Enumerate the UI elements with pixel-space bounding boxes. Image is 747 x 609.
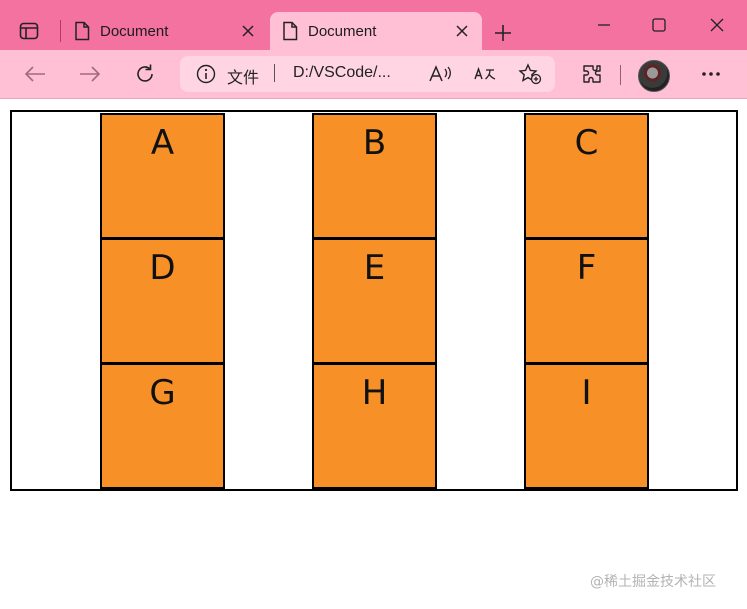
tab-strip: Document Document <box>0 0 747 50</box>
back-icon[interactable] <box>20 59 50 89</box>
grid-cell-a: A <box>100 113 225 239</box>
address-url[interactable]: D:/VSCode/... <box>293 64 391 81</box>
grid-cell-e: E <box>312 238 437 364</box>
tab-title: Document <box>308 22 377 40</box>
minimize-icon[interactable] <box>587 10 621 40</box>
grid-container: A B C D E F G H I <box>10 110 738 491</box>
info-icon[interactable] <box>196 64 216 89</box>
address-bar[interactable]: 文件 D:/VSCode/... <box>180 56 555 92</box>
address-divider <box>274 63 276 83</box>
more-icon[interactable] <box>696 59 726 89</box>
window-close-icon[interactable] <box>700 10 734 40</box>
maximize-icon[interactable] <box>642 10 676 40</box>
watermark: @稀土掘金技术社区 <box>590 574 716 590</box>
toolbar-separator <box>620 65 621 85</box>
page-icon <box>282 21 298 41</box>
grid-cell-f: F <box>524 238 649 364</box>
grid-cell-d: D <box>100 238 225 364</box>
tab-title: Document <box>100 22 169 40</box>
page-icon <box>74 21 90 41</box>
grid-cell-i: I <box>524 363 649 489</box>
grid-cell-b: B <box>312 113 437 239</box>
grid-cell-g: G <box>100 363 225 489</box>
new-tab-icon[interactable] <box>490 20 516 46</box>
tab-actions-icon[interactable] <box>14 18 44 44</box>
extensions-icon[interactable] <box>577 59 607 89</box>
grid-cell-c: C <box>524 113 649 239</box>
address-label: 文件 <box>227 70 260 87</box>
close-icon[interactable] <box>450 19 474 43</box>
favorite-add-icon[interactable] <box>517 62 543 86</box>
avatar[interactable] <box>638 60 670 92</box>
refresh-icon[interactable] <box>130 59 160 89</box>
close-icon[interactable] <box>236 19 260 43</box>
tab-active[interactable]: Document <box>270 12 482 50</box>
read-aloud-icon[interactable] <box>427 62 453 86</box>
grid-cell-h: H <box>312 363 437 489</box>
forward-icon[interactable] <box>75 59 105 89</box>
tab-separator <box>60 20 61 42</box>
tab-inactive[interactable]: Document <box>62 12 268 50</box>
toolbar: 文件 D:/VSCode/... <box>0 50 747 99</box>
translate-icon[interactable] <box>472 62 498 86</box>
